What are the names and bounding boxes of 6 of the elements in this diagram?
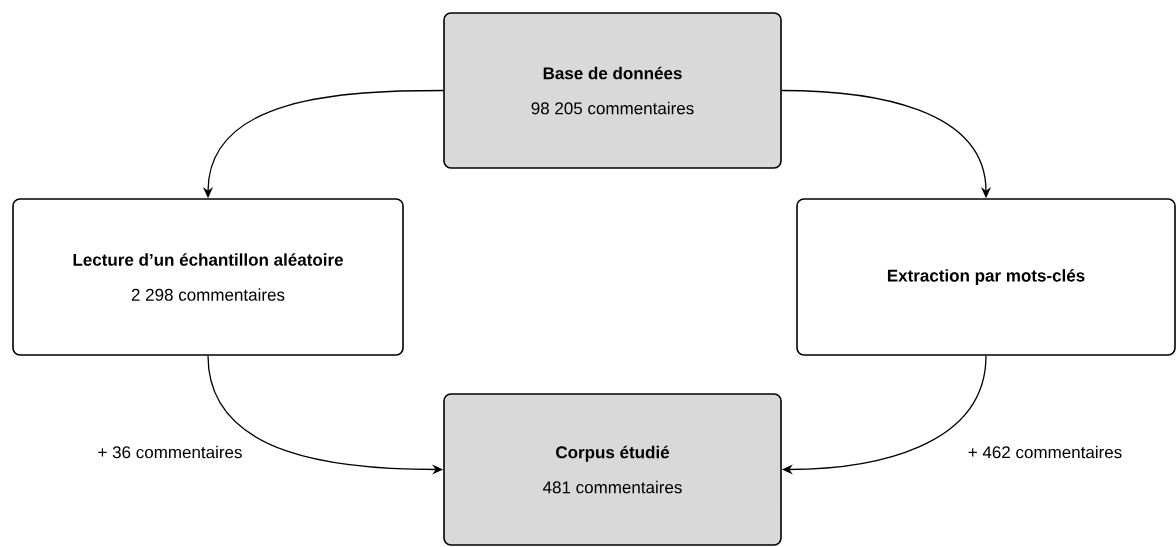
- process-box: Base de données 98 205 commentaires: [443, 12, 782, 169]
- edge-label: + 36 commentaires: [95, 443, 245, 461]
- process-box: Corpus étudié 481 commentaires: [443, 393, 782, 546]
- edge-label: + 462 commentaires: [965, 443, 1125, 461]
- process-box: Lecture d’un échantillon aléatoire 2 298 commentaires: [12, 198, 404, 356]
- process-box: Extraction par mots-clés: [796, 198, 1176, 356]
